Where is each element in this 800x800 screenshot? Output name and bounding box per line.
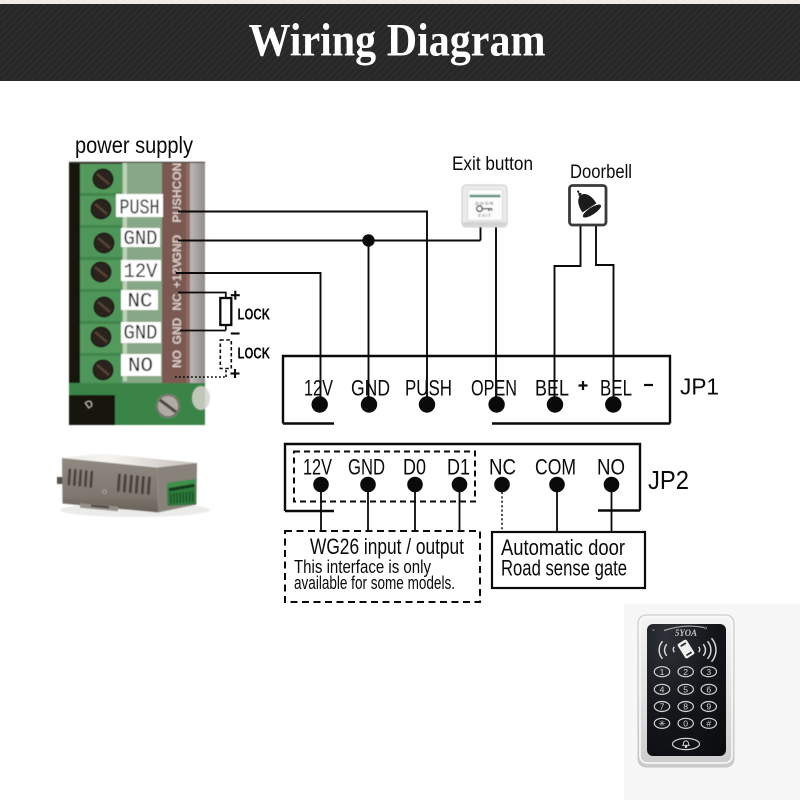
svg-text:GND: GND: [170, 234, 184, 261]
svg-text:DOOR: DOOR: [475, 201, 494, 207]
svg-text:LOCK: LOCK: [238, 307, 271, 324]
svg-text:7: 7: [660, 702, 665, 712]
svg-text:EXIT: EXIT: [478, 213, 492, 218]
svg-text:GND: GND: [351, 376, 390, 401]
svg-text:CON: CON: [170, 163, 184, 190]
svg-text:2: 2: [683, 667, 688, 677]
svg-text:NC: NC: [489, 455, 516, 480]
svg-text:BEL: BEL: [600, 376, 632, 401]
svg-text:available for some models.: available for some models.: [294, 572, 455, 593]
svg-text:NC: NC: [128, 291, 153, 314]
svg-text:Doorbell: Doorbell: [570, 162, 632, 183]
svg-text:5YOA: 5YOA: [675, 628, 697, 638]
svg-text:Road sense gate: Road sense gate: [501, 556, 627, 581]
svg-text:PUSH: PUSH: [405, 376, 452, 401]
svg-text:5: 5: [683, 684, 688, 694]
svg-text:+12V: +12V: [170, 260, 184, 288]
svg-text:#: #: [706, 718, 711, 728]
svg-text:9: 9: [706, 702, 711, 712]
svg-text:D0: D0: [403, 455, 426, 480]
svg-text:8: 8: [683, 702, 688, 712]
svg-text:3: 3: [706, 667, 711, 677]
svg-text:GND: GND: [348, 455, 385, 480]
svg-text:12V: 12V: [124, 261, 158, 284]
svg-text:WG26 input / output: WG26 input / output: [310, 534, 464, 559]
svg-text:PUSH: PUSH: [120, 198, 160, 221]
svg-text:LOCK: LOCK: [238, 346, 271, 363]
svg-text:GND: GND: [124, 228, 158, 251]
svg-text:BEL: BEL: [535, 376, 569, 401]
svg-text:Wiring Diagram: Wiring Diagram: [249, 16, 546, 67]
svg-text:12V: 12V: [304, 376, 333, 401]
svg-text:4: 4: [660, 684, 665, 694]
svg-text:power supply: power supply: [75, 132, 193, 158]
svg-text:1: 1: [660, 667, 665, 677]
svg-text:Exit button: Exit button: [452, 154, 533, 175]
svg-text:JP1: JP1: [680, 374, 719, 400]
svg-text:NO: NO: [128, 355, 153, 378]
svg-text:NO: NO: [170, 350, 184, 368]
svg-text:JP2: JP2: [648, 465, 689, 495]
svg-text:GND: GND: [124, 323, 158, 346]
svg-text:0: 0: [683, 718, 688, 728]
svg-text:12V: 12V: [303, 455, 332, 480]
svg-text:Automatic door: Automatic door: [501, 535, 625, 560]
svg-text:NC: NC: [170, 293, 184, 311]
svg-text:✳: ✳: [658, 719, 666, 729]
svg-text:GND: GND: [170, 317, 184, 344]
svg-text:OPEN: OPEN: [471, 376, 517, 401]
svg-text:NO: NO: [597, 455, 625, 480]
svg-text:This interface is only: This interface is only: [294, 556, 432, 577]
svg-text:PUSH: PUSH: [170, 189, 184, 222]
svg-text:6: 6: [706, 684, 711, 694]
svg-text:COM: COM: [535, 455, 576, 480]
svg-text:D1: D1: [447, 455, 470, 480]
